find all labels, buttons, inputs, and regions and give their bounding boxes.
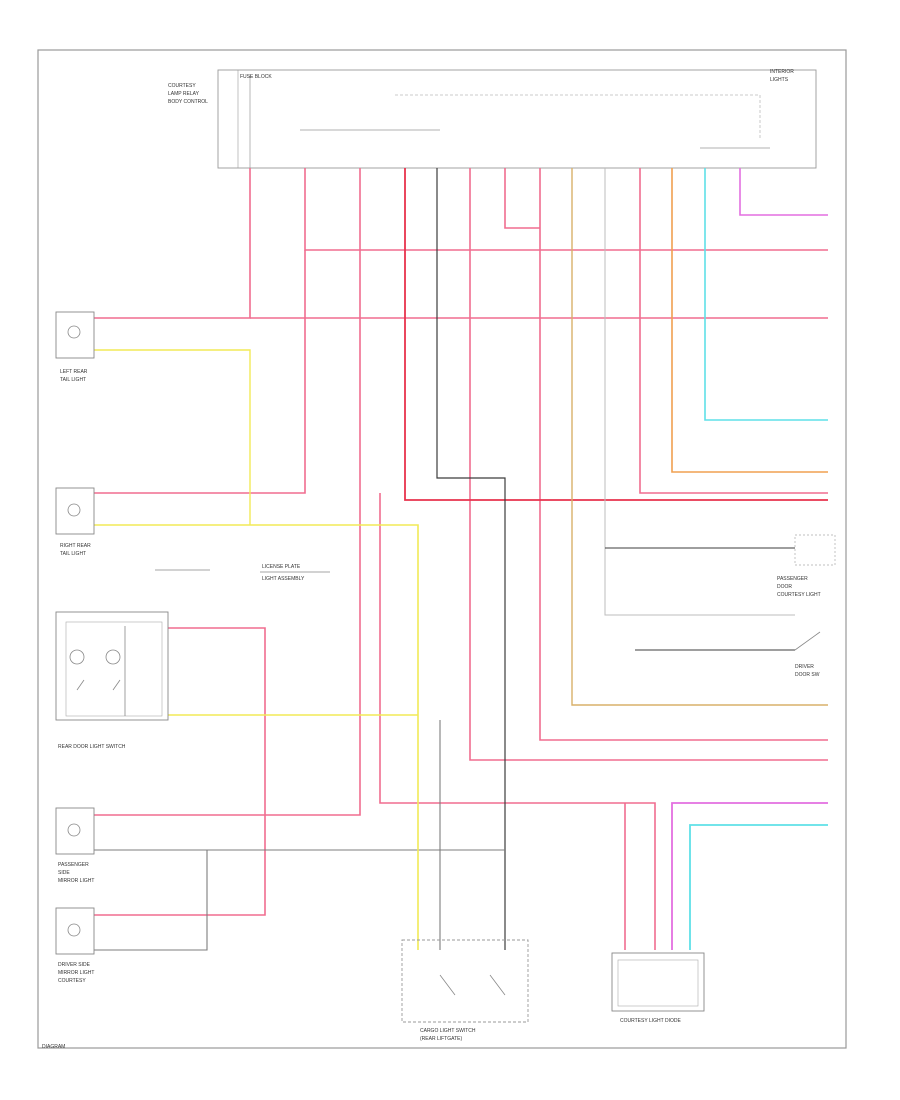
passenger-door-switch: PASSENGER DOOR COURTESY LIGHT (777, 534, 836, 598)
wire-cyan-2 (689, 824, 828, 950)
wire-pink-11 (94, 493, 361, 816)
rear-lamp-assembly: REAR DOOR LIGHT SWITCH (55, 611, 169, 750)
left-rear-lamp: LEFT REAR TAIL LIGHT (55, 311, 95, 383)
svg-text:DOOR: DOOR (777, 584, 792, 590)
body-control-module (217, 69, 817, 169)
svg-text:LEFT REAR: LEFT REAR (60, 369, 88, 375)
wire-pink-8 (539, 168, 828, 741)
wire-pink-4 (94, 250, 306, 494)
wire-orange-1 (671, 168, 828, 473)
cargo-light-switch: CARGO LIGHT SWITCH (REAR LIFTGATE) (401, 939, 529, 1042)
wire-pink-9 (639, 168, 828, 494)
svg-text:PASSENGER: PASSENGER (58, 862, 89, 868)
driver-door-switch: DRIVER DOOR SW (794, 631, 821, 678)
top-left-box-label: COURTESY (168, 83, 196, 89)
svg-text:CARGO LIGHT SWITCH: CARGO LIGHT SWITCH (420, 1028, 476, 1034)
wire-yellow-1 (94, 349, 251, 525)
wire-cyan-1 (704, 168, 828, 421)
svg-text:LICENSE PLATE: LICENSE PLATE (262, 564, 301, 570)
svg-text:COURTESY LIGHT: COURTESY LIGHT (777, 592, 821, 598)
svg-text:MIRROR LIGHT: MIRROR LIGHT (58, 970, 94, 976)
diagram-frame (37, 49, 847, 1049)
wire-gray-3 (94, 850, 208, 951)
svg-text:MIRROR LIGHT: MIRROR LIGHT (58, 878, 94, 884)
wire-lightgray-1 (604, 168, 795, 616)
wire-pink-12 (379, 493, 656, 950)
wire-pink-7 (504, 168, 540, 229)
top-left-box-label-2: LAMP RELAY (168, 91, 200, 97)
svg-text:REAR DOOR LIGHT SWITCH: REAR DOOR LIGHT SWITCH (58, 744, 126, 750)
top-right-label: INTERIOR (770, 69, 794, 75)
svg-text:TAIL LIGHT: TAIL LIGHT (60, 551, 86, 557)
svg-text:COURTESY LIGHT DIODE: COURTESY LIGHT DIODE (620, 1018, 682, 1024)
svg-text:(REAR LIFTGATE): (REAR LIFTGATE) (420, 1036, 462, 1042)
wire-pink-10 (94, 627, 266, 916)
driver-mirror-lamp: DRIVER SIDE MIRROR LIGHT COURTESY (55, 907, 95, 984)
wire-magenta-2 (671, 802, 828, 950)
wire-pink-6 (469, 168, 828, 761)
svg-text:DOOR SW: DOOR SW (795, 672, 820, 678)
svg-text:DRIVER: DRIVER (795, 664, 814, 670)
right-rear-lamp: RIGHT REAR TAIL LIGHT (55, 487, 95, 557)
svg-text:SIDE: SIDE (58, 870, 70, 876)
footer-label: DIAGRAM (42, 1044, 65, 1050)
wire-tan-1 (571, 168, 828, 706)
courtesy-light-module: COURTESY LIGHT DIODE (611, 952, 705, 1024)
svg-text:LIGHT ASSEMBLY: LIGHT ASSEMBLY (262, 576, 305, 582)
wires (94, 168, 828, 951)
top-left-box-label-3: BODY CONTROL (168, 99, 208, 105)
passenger-mirror-lamp: PASSENGER SIDE MIRROR LIGHT (55, 807, 95, 884)
top-right-label-2: LIGHTS (770, 77, 789, 83)
wire-pink-1 (94, 168, 251, 319)
svg-text:RIGHT REAR: RIGHT REAR (60, 543, 91, 549)
svg-text:TAIL LIGHT: TAIL LIGHT (60, 377, 86, 383)
svg-text:PASSENGER: PASSENGER (777, 576, 808, 582)
wire-gray-1 (436, 168, 506, 950)
wire-magenta-1 (739, 168, 828, 216)
top-fuse-label: FUSE BLOCK (240, 74, 272, 80)
svg-text:COURTESY: COURTESY (58, 978, 86, 984)
license-lamp-ground: LICENSE PLATE LIGHT ASSEMBLY (155, 564, 330, 582)
svg-text:DRIVER SIDE: DRIVER SIDE (58, 962, 91, 968)
wire-pink-3 (304, 168, 828, 251)
wire-red-1 (404, 168, 828, 501)
wire-yellow-2 (94, 524, 419, 950)
